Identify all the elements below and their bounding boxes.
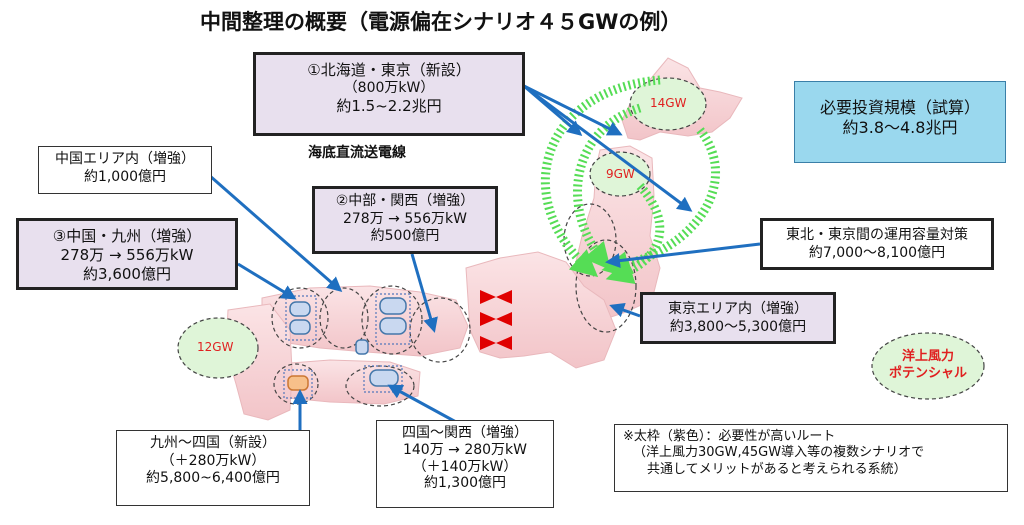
tokyo-area-box: 東京エリア内（増強） 約3,800～5,300億円 [640, 292, 836, 344]
shikoku-kansai-line-1: 四国～関西（増強） [402, 425, 528, 441]
cylinder-chugoku-1 [289, 301, 311, 317]
arrow-tohoku-tokyo [605, 242, 761, 269]
chugoku-area-line-1: 中国エリア内（増強） [55, 151, 195, 167]
cylinder-chugoku-2 [289, 319, 311, 335]
frequency-converters [480, 290, 512, 350]
tohoku-tokyo-line-2: 約7,000～8,100億円 [808, 244, 946, 261]
tohoku-tokyo-line-1: 東北・東京間の運用容量対策 [786, 227, 968, 243]
investment-scale-box: 必要投資規模（試算） 約3.8～4.8兆円 [794, 81, 1006, 163]
kyushu-shikoku-line-2: （＋280万kW） [160, 452, 266, 469]
offshore-badge-ellipse [871, 332, 985, 400]
shikoku-kansai-line-2: 140万 → 280万kW [402, 441, 528, 458]
tohoku-gw-ellipse [589, 151, 651, 197]
kyushu-north-circle [273, 363, 319, 405]
page-title: 中間整理の概要（電源偏在シナリオ４５GWの例） [200, 10, 682, 34]
note-line-3: 共通してメリットがあると考えられる系統） [647, 461, 907, 477]
investment-line-1: 必要投資規模（試算） [819, 98, 980, 117]
tokyo-area-line-1: 東京エリア内（増強） [668, 301, 808, 317]
chubu-kansai-line-1: ②中部・関西（増強） [335, 193, 475, 209]
chugoku-kyushu-line-3: 約3,600億円 [83, 264, 171, 283]
converter-3 [480, 336, 512, 350]
kyushu-shikoku-line-3: 約5,800~6,400億円 [146, 470, 280, 486]
honshu-central-land [465, 251, 617, 369]
converter-2 [480, 312, 512, 326]
kyushu-gw-ellipse [177, 317, 259, 379]
cylinder-kyushu-shikoku [287, 375, 309, 391]
subsea-cable-label: 海底直流送電線 [308, 145, 406, 161]
chubu-area-circle [361, 285, 423, 355]
arrow-tokyo-area [609, 302, 641, 318]
green-arrow-inner-left [573, 103, 642, 271]
hokkaido-gw-label: 14GW [650, 96, 687, 110]
equipment-cylinders [287, 297, 407, 391]
hokkaido-tokyo-line-1: ①北海道・東京（新設） [307, 61, 471, 79]
kansai-area-circle [409, 297, 471, 363]
note-box: ※太枠（紫色）：必要性が高いルート （洋上風力30GW,45GW導入等の複数シナ… [614, 424, 1008, 492]
arrow-subsea-3 [523, 84, 693, 212]
chugoku-kyushu-line-1: ③中国・九州（増強） [52, 227, 202, 245]
chugoku-west-circle [271, 287, 329, 349]
hokkaido-tokyo-box: ①北海道・東京（新設） （800万kW） 約1.5~2.2兆円 [253, 52, 525, 136]
arrow-chugoku-area [209, 174, 343, 292]
offshore-badge-line-1: 洋上風力 [901, 349, 954, 364]
chugoku-area-line-2: 約1,000億円 [83, 168, 167, 185]
hokkaido-tokyo-line-3: 約1.5~2.2兆円 [336, 97, 442, 116]
arrow-shikoku-kansai [387, 384, 457, 424]
chugoku-kyushu-line-2: 278万 → 556万kW [60, 245, 194, 264]
kyushu-shikoku-box: 九州～四国（新設） （＋280万kW） 約5,800~6,400億円 [116, 430, 310, 506]
tohoku-area-circle [575, 239, 637, 333]
hokkaido-tokyo-line-2: （800万kW） [343, 79, 435, 96]
chugoku-kyushu-link-box [285, 295, 317, 341]
cylinder-chubu-2 [379, 317, 407, 335]
arrow-chubu-kansai [410, 253, 438, 333]
green-arrow-tohoku [605, 182, 665, 284]
cylinder-chubu-1 [379, 297, 407, 315]
offshore-badge-line-2: ポテンシャル [888, 365, 967, 381]
chubu-kansai-line-2: 278万 → 556万kW [342, 210, 468, 227]
note-line-1: ※太枠（紫色）：必要性が高いルート [623, 429, 836, 444]
converter-1 [480, 290, 512, 304]
investment-line-2: 約3.8～4.8兆円 [842, 118, 958, 137]
arrow-subsea-2 [523, 84, 623, 136]
tokyo-area-circle [563, 203, 617, 277]
arrow-chugoku-kyushu [237, 262, 297, 300]
note-line-2: （洋上風力30GW,45GW導入等の複数シナリオで [633, 445, 925, 461]
cylinder-shikoku-kansai [369, 369, 399, 387]
tohoku-tokyo-box: 東北・東京間の運用容量対策 約7,000～8,100億円 [760, 218, 994, 270]
chubu-kansai-box: ②中部・関西（増強） 278万 → 556万kW 約500億円 [312, 186, 498, 254]
cylinder-chubu-3 [355, 339, 369, 355]
offshore-wind-badge: 洋上風力 ポテンシャル [878, 349, 978, 383]
shikoku-kansai-box: 四国～関西（増強） 140万 → 280万kW （＋140万kW） 約1,300… [376, 420, 554, 508]
tohoku-gw-label: 9GW [606, 167, 635, 181]
chugoku-east-circle [319, 287, 369, 349]
hokkaido-gw-ellipse [629, 77, 707, 131]
tokyo-area-line-2: 約3,800～5,300億円 [669, 318, 807, 335]
kyushu-gw-label: 12GW [197, 340, 234, 354]
chubu-kansai-line-3: 約500億円 [370, 228, 440, 244]
area-circles [271, 203, 637, 407]
shikoku-kansai-line-3: （＋140万kW） [412, 458, 518, 475]
chugoku-kyushu-box: ③中国・九州（増強） 278万 → 556万kW 約3,600億円 [16, 218, 238, 290]
kyushu-shikoku-line-1: 九州～四国（新設） [150, 435, 276, 451]
chugoku-area-box: 中国エリア内（増強） 約1,000億円 [38, 146, 212, 194]
callout-arrows [209, 84, 761, 430]
chubu-kansai-link-box [375, 293, 411, 345]
shikoku-kansai-line-4: 約1,300億円 [423, 475, 507, 492]
